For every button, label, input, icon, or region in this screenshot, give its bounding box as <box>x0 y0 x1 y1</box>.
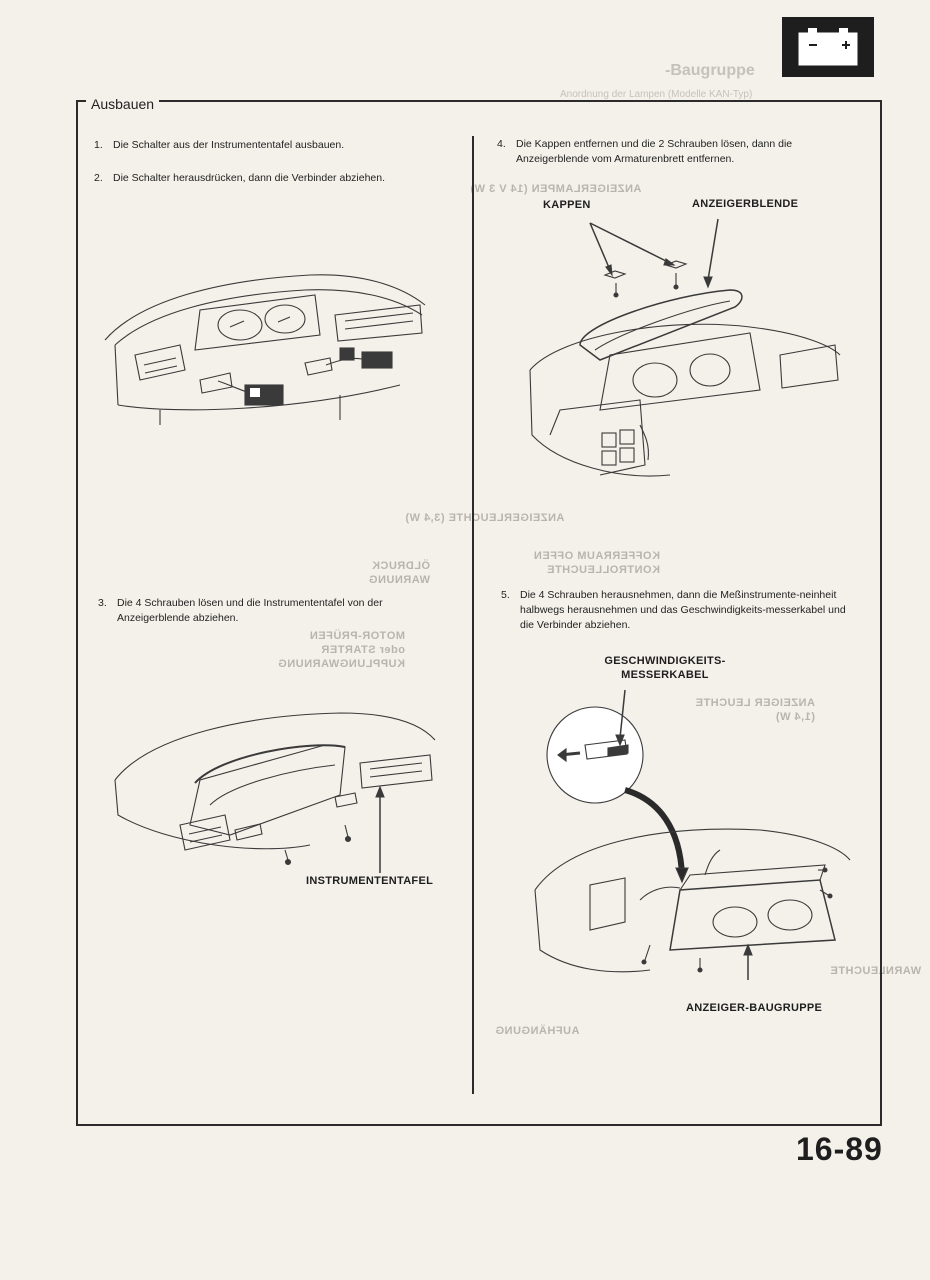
step-3: 3. Die 4 Schrauben lösen und die Instrum… <box>98 596 438 626</box>
label-kappen: KAPPEN <box>543 199 591 211</box>
step-number: 4. <box>497 138 506 150</box>
label-anzeigerblende: ANZEIGERBLENDE <box>692 198 799 210</box>
column-divider <box>472 136 474 1094</box>
battery-section-icon <box>782 17 874 77</box>
gauge-assembly-illustration <box>534 689 851 980</box>
step-4: 4. Die Kappen entfernen und die 2 Schrau… <box>497 137 827 167</box>
label-instrumententafel: INSTRUMENTENTAFEL <box>306 875 434 887</box>
step-text: Die Schalter aus der Instrumententafel a… <box>113 139 345 151</box>
step-text: Die 4 Schrauben herausnehmen, dann die M… <box>520 589 846 632</box>
label-geschwindigkeitsmesserkabel: GESCHWINDIGKEITS- MESSERKABEL <box>590 654 740 683</box>
battery-icon <box>798 28 858 66</box>
step-5: 5. Die 4 Schrauben herausnehmen, dann di… <box>501 588 859 634</box>
step-text: Die Schalter herausdrücken, dann die Ver… <box>113 172 386 184</box>
cover-caps-illustration <box>529 218 841 477</box>
ghost-page-title: -Baugruppe <box>665 62 755 79</box>
step-text: Die Kappen entfernen und die 2 Schrauben… <box>516 138 793 166</box>
label-line: MESSERKABEL <box>621 669 709 682</box>
step-number: 1. <box>94 139 103 151</box>
step-2: 2. Die Schalter herausdrücken, dann die … <box>94 171 454 186</box>
page-number: 16-89 <box>796 1131 883 1167</box>
label-anzeiger-baugruppe: ANZEIGER-BAUGRUPPE <box>686 1002 823 1014</box>
step-text: Die 4 Schrauben lösen und die Instrument… <box>117 597 383 625</box>
step-1: 1. Die Schalter aus der Instrumententafe… <box>94 138 454 153</box>
section-title: Ausbauen <box>86 96 160 112</box>
step-number: 5. <box>501 589 510 601</box>
content-frame <box>76 100 882 1126</box>
dashboard-switches-illustration <box>104 274 426 425</box>
ghost-page-subtitle: Anordnung der Lampen (Modelle KAN-Typ) <box>560 89 753 100</box>
label-line: GESCHWINDIGKEITS- <box>604 655 726 667</box>
instrument-panel-illustration <box>114 712 436 873</box>
step-number: 2. <box>94 172 103 184</box>
step-number: 3. <box>98 597 107 609</box>
